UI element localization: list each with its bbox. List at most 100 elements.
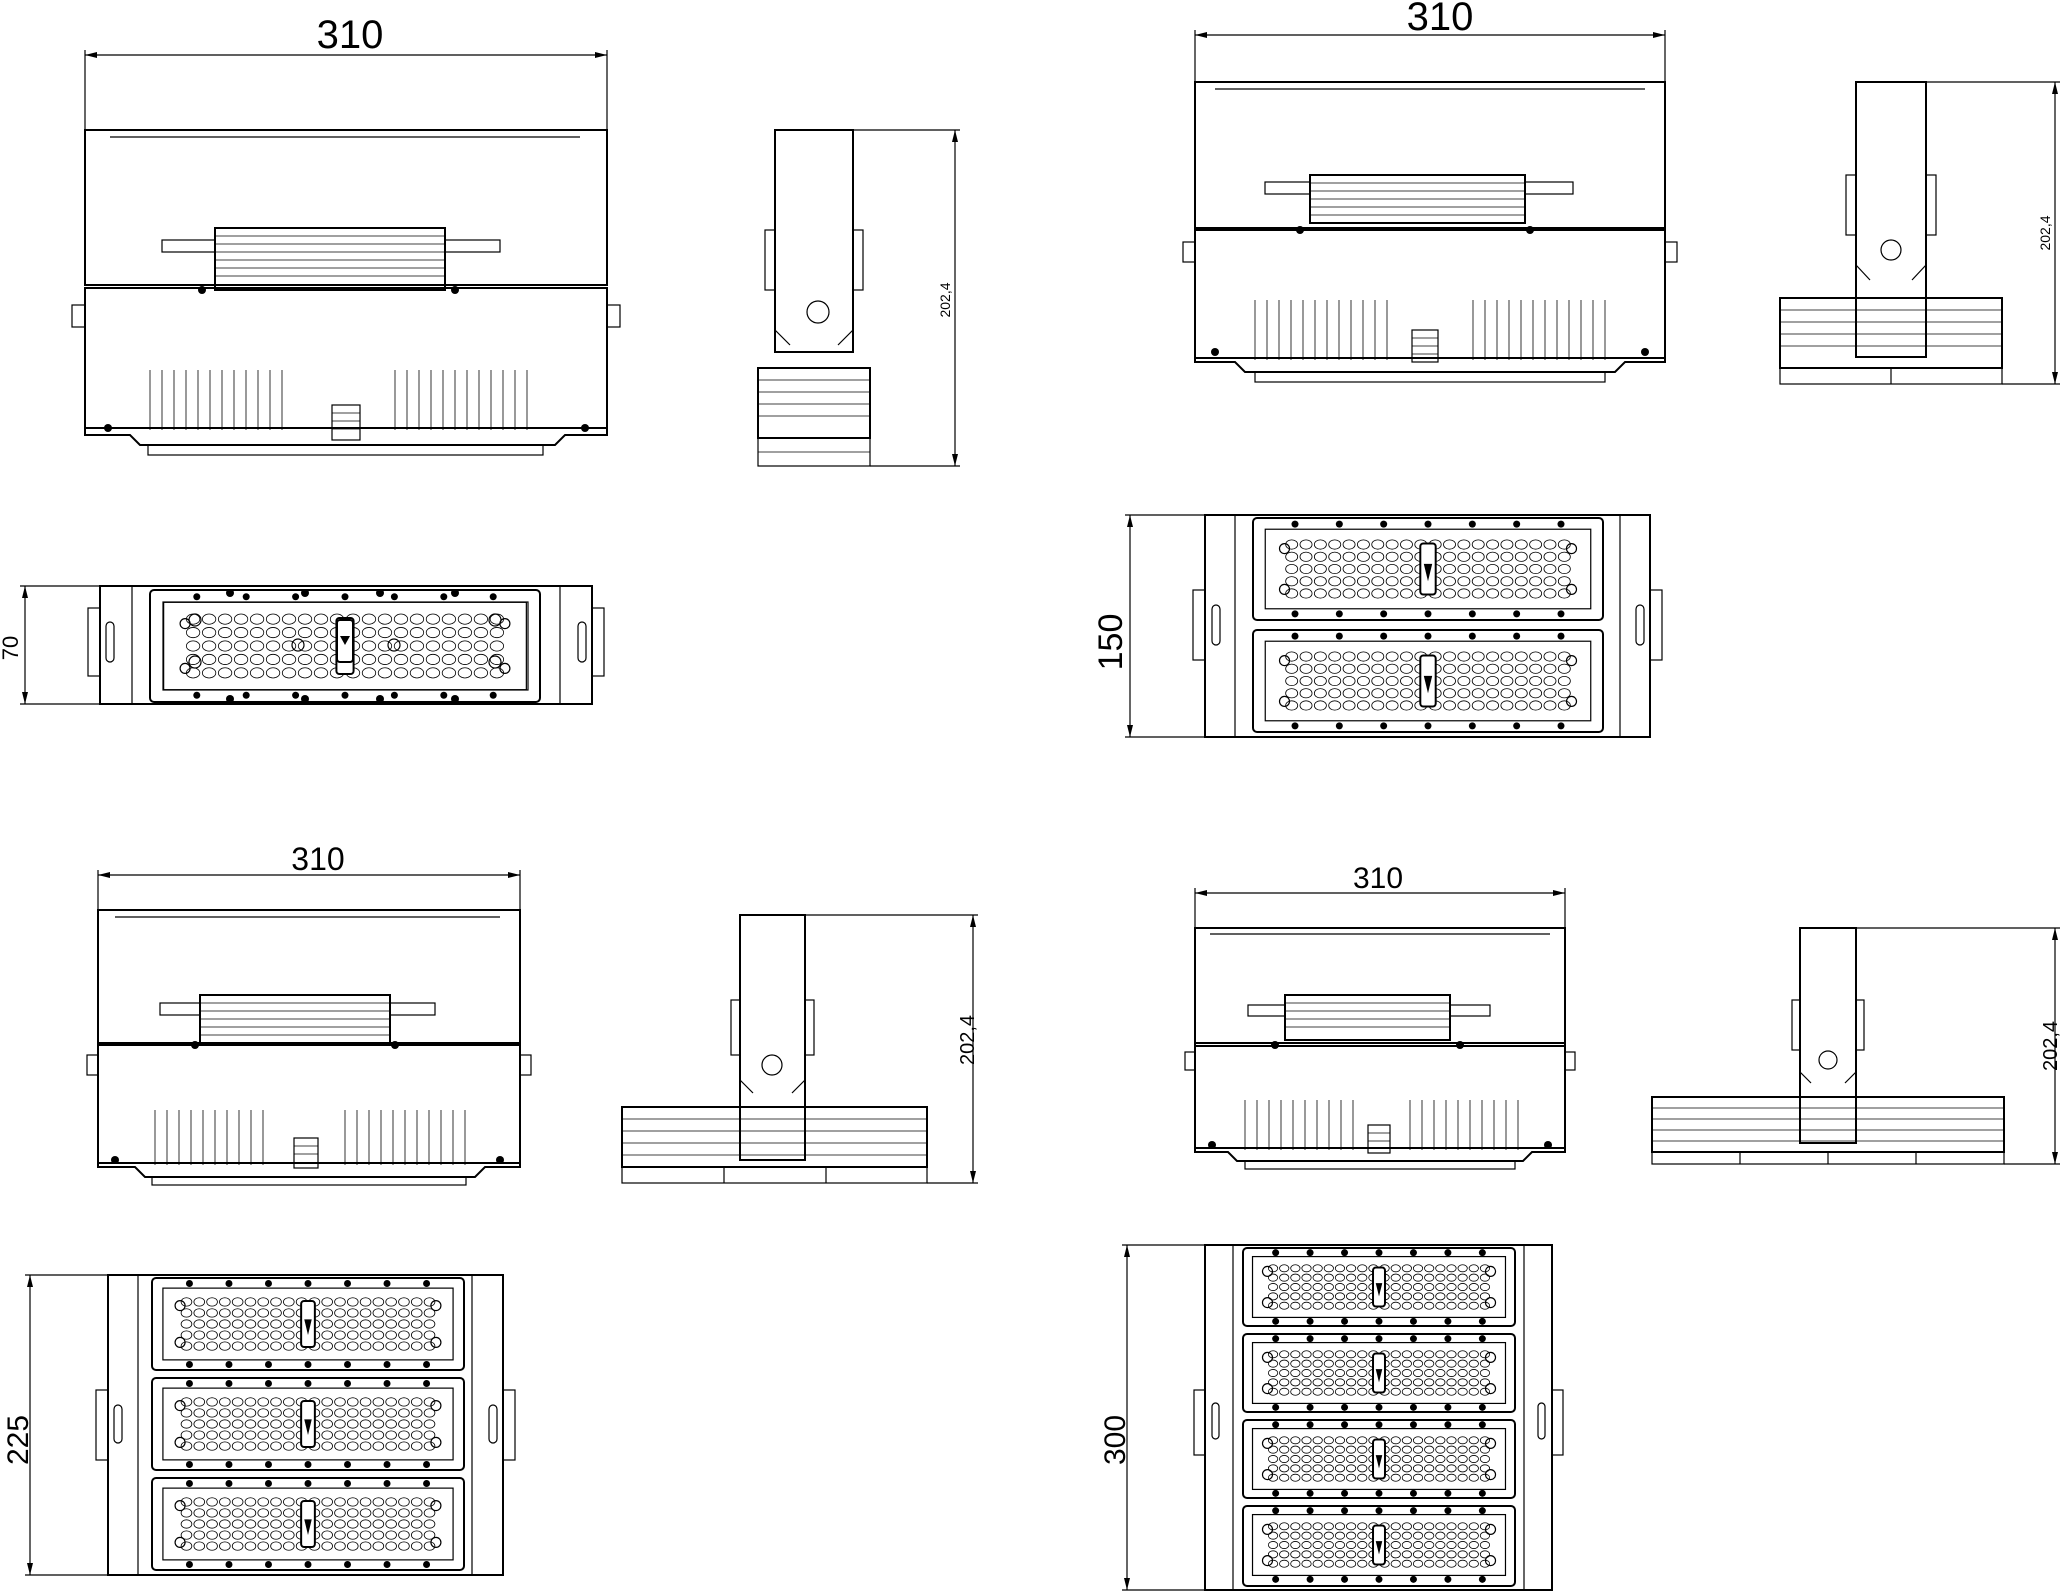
screw-icon [1409,1249,1417,1257]
led [185,640,201,652]
led [1446,1283,1457,1291]
led [423,1508,436,1518]
led [1342,675,1356,687]
screw-icon [185,1280,193,1288]
led [1435,1369,1446,1377]
led [244,1419,257,1429]
led [1285,700,1299,711]
led [1557,563,1571,575]
led [321,1341,333,1351]
led [257,1508,270,1518]
led [346,1497,359,1507]
led [1346,1550,1357,1559]
led [359,1419,372,1429]
led-array [1251,1249,1507,1583]
led [244,1497,257,1507]
led [372,1508,385,1518]
led [1486,576,1500,587]
led [206,1297,218,1307]
led [1390,1350,1401,1359]
led [180,1497,193,1507]
screw-icon [264,1280,272,1288]
screw-icon [1306,1575,1314,1583]
led [1435,1301,1446,1310]
led [281,667,297,679]
led [1334,1473,1346,1482]
led [1412,1292,1424,1301]
led [283,1430,295,1440]
led [1328,588,1342,599]
screw-icon [1375,1403,1383,1411]
led [201,667,217,679]
screw-icon [1409,1317,1417,1325]
led [1457,663,1471,674]
led [1557,551,1571,562]
led [1424,1283,1435,1291]
led [1279,1445,1290,1454]
screw-icon [1341,1403,1349,1411]
direction-arrow-icon [1375,1283,1383,1297]
led [1346,1387,1357,1396]
led [249,667,265,679]
depth-label: 70 [0,636,23,660]
direction-arrow-icon [304,1519,312,1536]
led [423,1541,436,1551]
led [283,1397,295,1407]
led [1400,551,1413,562]
led [1479,1464,1491,1473]
led [346,1308,359,1318]
screw-icon [264,1360,272,1368]
led [219,1441,231,1451]
led [281,627,297,639]
led [1390,1550,1401,1559]
led [1385,688,1399,699]
height-label: 202,4 [957,1015,979,1065]
led [1312,1301,1323,1310]
led [1446,1301,1457,1310]
screw-icon [225,1280,233,1288]
led [1401,1445,1412,1454]
led [1468,1531,1479,1540]
led [180,1430,193,1440]
led [257,1497,270,1507]
led [206,1341,218,1351]
led [398,1419,410,1429]
led [334,1497,346,1507]
screw-icon [344,1560,352,1568]
led [283,1519,295,1529]
screw-icon [1272,1575,1280,1583]
led [1457,1531,1468,1540]
led [313,627,329,639]
led [1443,588,1456,599]
screw-icon [304,1280,312,1288]
led [257,1430,270,1440]
led [1471,688,1485,699]
led [1323,1522,1334,1531]
led [1357,1436,1368,1445]
led [219,1497,231,1507]
led [1279,1350,1290,1359]
led [1299,588,1313,599]
led [1290,1350,1301,1359]
led [1313,651,1327,662]
led [441,640,457,652]
led [231,1330,244,1340]
led [321,1408,333,1418]
led [231,1319,244,1329]
screw-icon [185,1380,193,1388]
mount-hole [1278,583,1291,596]
led [1385,651,1399,662]
led [1514,539,1528,550]
led [1424,1541,1435,1549]
led [1346,1559,1357,1568]
led [257,1541,270,1551]
led [398,1297,410,1307]
led [1290,1378,1301,1387]
led [359,1541,372,1551]
height-dimension: 202,4 [805,914,979,1184]
led [1334,1283,1346,1291]
led [410,1308,423,1318]
led [1357,1531,1368,1540]
led [1301,1436,1312,1445]
led [1334,1550,1346,1559]
